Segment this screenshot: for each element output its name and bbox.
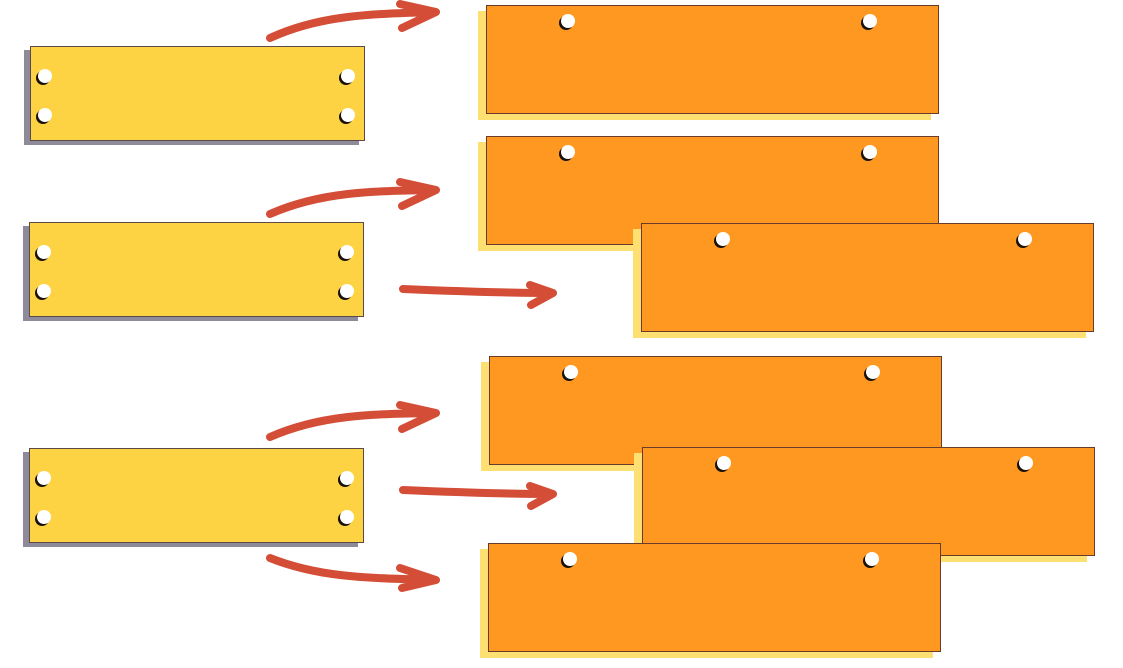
hole-icon	[563, 552, 577, 566]
arrow-group	[266, 0, 557, 592]
hole-icon	[38, 69, 52, 83]
hole-icon	[866, 365, 880, 379]
hole-icon	[340, 471, 354, 485]
hole-icon	[38, 108, 52, 122]
arrow-3-to-e	[399, 482, 557, 510]
hole-icon	[341, 69, 355, 83]
target-box-a	[486, 5, 939, 114]
hole-icon	[37, 245, 51, 259]
hole-icon	[37, 471, 51, 485]
hole-icon	[340, 510, 354, 524]
arrow-3-to-d	[266, 401, 440, 441]
target-box-d	[489, 356, 942, 465]
source-box-1	[30, 46, 365, 141]
source-box-2	[29, 222, 364, 317]
hole-icon	[561, 145, 575, 159]
hole-icon	[865, 552, 879, 566]
hole-icon	[1019, 456, 1033, 470]
hole-icon	[1018, 232, 1032, 246]
source-box-3	[29, 448, 364, 543]
hole-icon	[37, 284, 51, 298]
hole-icon	[564, 365, 578, 379]
hole-icon	[37, 510, 51, 524]
target-box-f	[488, 543, 941, 652]
arrow-3-to-f	[266, 554, 440, 592]
arrow-2-to-c	[399, 281, 557, 309]
hole-icon	[341, 108, 355, 122]
hole-icon	[863, 145, 877, 159]
hole-icon	[717, 456, 731, 470]
hole-icon	[863, 14, 877, 28]
target-box-c	[641, 223, 1094, 332]
arrow-2-to-b	[266, 178, 440, 218]
target-box-e	[642, 447, 1095, 556]
hole-icon	[340, 284, 354, 298]
hole-icon	[716, 232, 730, 246]
hole-icon	[561, 14, 575, 28]
hole-icon	[340, 245, 354, 259]
arrow-1-to-a	[266, 0, 440, 42]
